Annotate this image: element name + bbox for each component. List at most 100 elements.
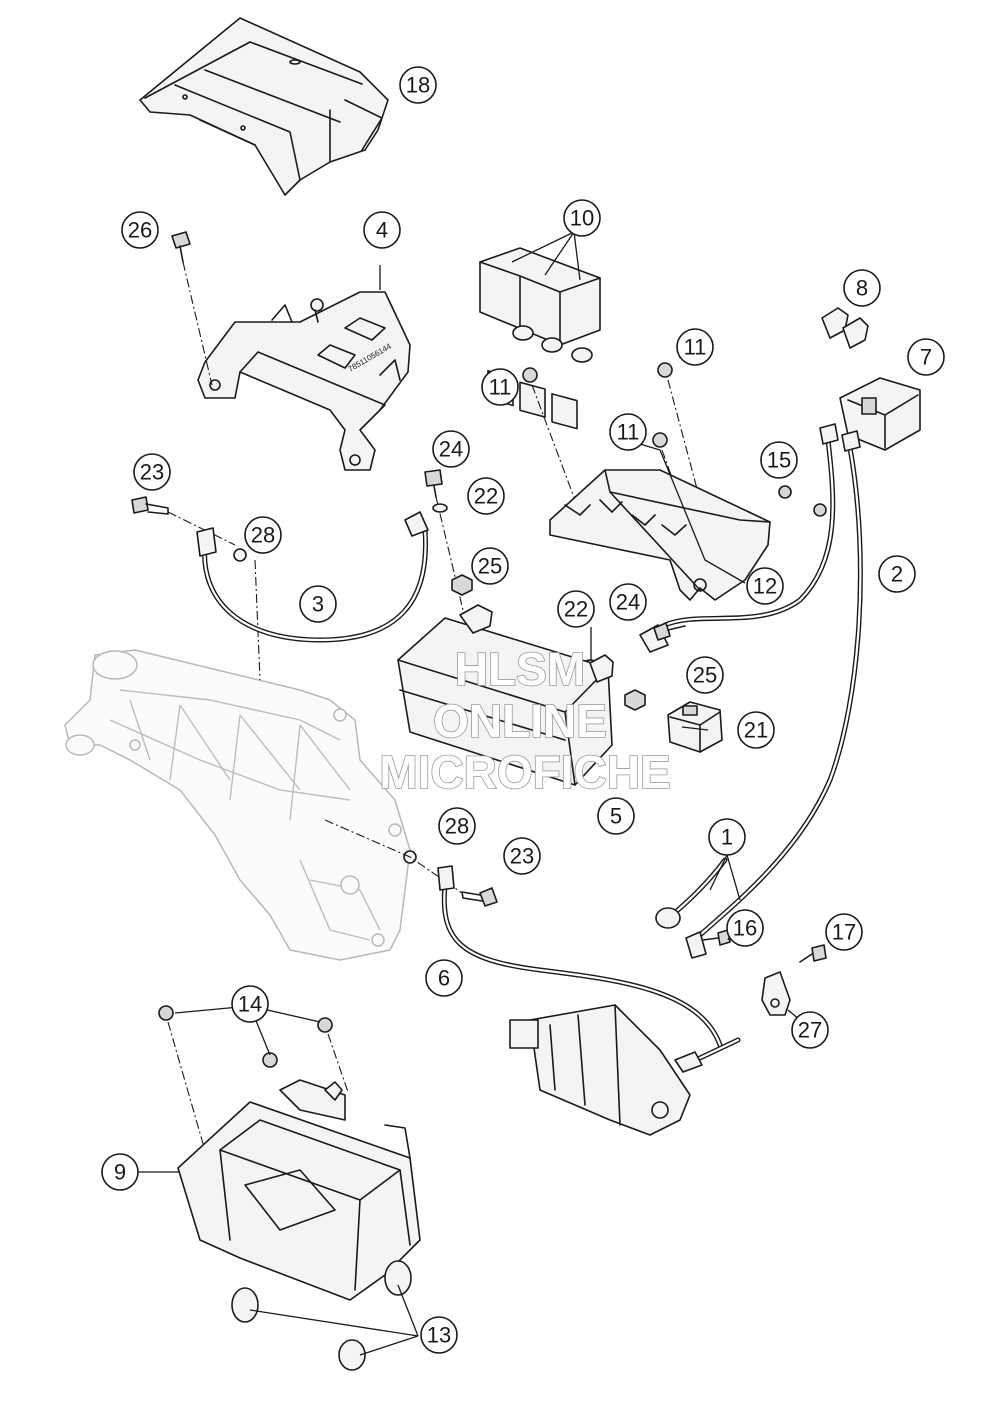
assembly-line [254,559,261,681]
svg-text:21: 21 [744,718,768,743]
leader-lines [137,231,801,1356]
svg-text:9: 9 [114,1160,126,1185]
fuse-box-part [549,469,771,601]
starter-cable-part [437,865,741,1061]
callout-28-b: 28 [438,807,476,845]
svg-text:22: 22 [474,484,498,509]
svg-text:28: 28 [445,814,469,839]
bolt-part [702,929,731,946]
callout-15: 15 [760,441,798,479]
callout-11-b: 11 [481,368,519,406]
svg-text:25: 25 [478,554,502,579]
screw-part [522,362,673,448]
starter-motor-part [509,1004,703,1136]
starter-relay-part [839,377,921,451]
svg-text:14: 14 [238,992,262,1017]
svg-text:23: 23 [140,460,164,485]
svg-text:28: 28 [251,523,275,548]
nut-part [451,574,646,711]
svg-text:2: 2 [891,562,903,587]
fuse-part [821,307,869,349]
assembly-line [667,379,701,501]
callout-16: 16 [726,909,764,947]
svg-text:22: 22 [564,597,588,622]
watermark-line-2: ONLINE [433,695,607,747]
screw-part [171,231,191,263]
assembly-line [531,384,576,501]
callout-11-c: 11 [609,413,647,451]
battery-bracket-part: 78511056144 [197,291,411,471]
svg-text:27: 27 [798,1018,822,1043]
callout-3: 3 [299,585,337,623]
callout-18: 18 [399,66,437,104]
screw-part [424,469,686,641]
svg-text:26: 26 [128,218,152,243]
callout-23-a: 23 [133,453,171,491]
nut-part [778,485,827,517]
callout-22-b: 22 [557,590,595,628]
callout-12: 12 [746,567,784,605]
assembly-line [435,496,464,611]
callout-13: 13 [420,1316,458,1354]
callout-6: 6 [425,959,463,997]
svg-text:16: 16 [733,916,757,941]
battery-cable-part [655,857,728,959]
callout-1: 1 [708,818,746,856]
callout-9: 9 [101,1153,139,1191]
watermark: HLSM ONLINE MICROFICHE [379,642,672,799]
callout-21: 21 [737,711,775,749]
bolt-part [131,496,498,907]
svg-text:5: 5 [610,804,622,829]
svg-text:24: 24 [439,437,463,462]
svg-text:3: 3 [312,592,324,617]
callout-23-b: 23 [503,837,541,875]
callout-26: 26 [121,211,159,249]
callout-5: 5 [597,797,635,835]
svg-text:11: 11 [489,375,512,400]
seat-cover-part [139,17,389,196]
callout-27: 27 [791,1011,829,1049]
svg-text:11: 11 [684,335,707,360]
assembly-line [327,1033,349,1093]
svg-text:11: 11 [617,420,640,445]
svg-text:10: 10 [570,206,594,231]
frame-part [64,649,411,961]
svg-text:23: 23 [510,844,534,869]
assembly-line [167,511,236,546]
svg-text:18: 18 [406,73,430,98]
callout-24-b: 24 [609,583,647,621]
watermark-line-1: HLSM [455,643,585,695]
svg-text:24: 24 [616,590,640,615]
callout-11-a: 11 [676,328,714,366]
svg-text:8: 8 [856,276,868,301]
bolt-part [799,944,827,963]
callout-28-a: 28 [244,516,282,554]
callout-14: 14 [231,985,269,1023]
svg-text:7: 7 [920,345,932,370]
relay-block-part [479,247,601,430]
callout-4: 4 [363,211,401,249]
svg-text:13: 13 [427,1323,451,1348]
callout-25-b: 25 [686,656,724,694]
svg-text:12: 12 [753,574,777,599]
assembly-line [182,261,213,386]
battery-tray-part [177,1079,421,1301]
screw-part [158,1005,333,1068]
svg-text:4: 4 [376,218,388,243]
callout-25-a: 25 [471,547,509,585]
callout-24-a: 24 [432,430,470,468]
callout-17: 17 [825,913,863,951]
callout-10: 10 [563,199,601,237]
svg-text:6: 6 [438,966,450,991]
svg-text:1: 1 [721,825,733,850]
watermark-line-3: MICROFICHE [379,746,670,798]
callout-22-a: 22 [467,477,505,515]
svg-text:15: 15 [767,448,791,473]
terminal-cover-part [667,701,723,753]
svg-text:17: 17 [832,920,856,945]
svg-text:25: 25 [693,663,717,688]
callout-7: 7 [907,338,945,376]
battery-part [397,604,614,786]
rubber-mount-part [231,1260,412,1371]
